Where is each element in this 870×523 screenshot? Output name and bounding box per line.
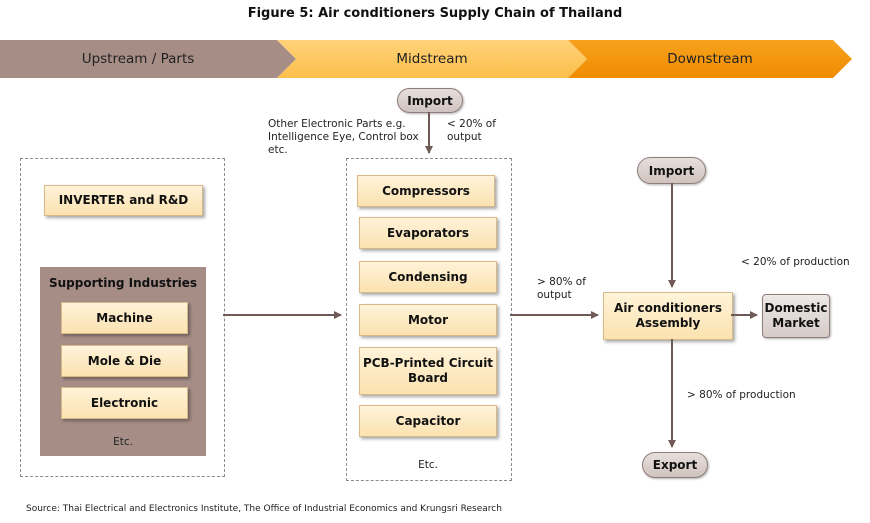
stage-midstream: Midstream bbox=[277, 40, 587, 78]
domestic-market-box: Domestic Market bbox=[762, 294, 830, 338]
capacitor-box: Capacitor bbox=[359, 405, 497, 437]
upstream-group bbox=[20, 158, 225, 477]
midstream-group bbox=[346, 158, 512, 481]
stage-downstream: Downstream bbox=[568, 40, 852, 78]
pcb-box: PCB-Printed Circuit Board bbox=[359, 347, 497, 395]
other-parts-note: Other Electronic Parts e.g. Intelligence… bbox=[268, 118, 419, 157]
midstream-etc: Etc. bbox=[418, 459, 438, 471]
electronic-box: Electronic bbox=[61, 387, 188, 419]
stage-downstream-label: Downstream bbox=[667, 51, 753, 67]
output-share-line-2: output bbox=[537, 289, 572, 301]
supporting-industries-title: Supporting Industries bbox=[48, 276, 198, 290]
stage-upstream-label: Upstream / Parts bbox=[81, 51, 195, 67]
domestic-line-2: Market bbox=[772, 316, 820, 330]
import-share-line-1: < 20% of bbox=[447, 118, 496, 130]
other-parts-line-2: Intelligence Eye, Control box bbox=[268, 131, 419, 143]
compressors-box: Compressors bbox=[357, 175, 495, 207]
import-share-note: < 20% of output bbox=[447, 118, 496, 144]
output-share-note: > 80% of output bbox=[537, 276, 586, 302]
domestic-share-note: < 20% of production bbox=[741, 256, 850, 268]
assembly-box: Air conditioners Assembly bbox=[603, 292, 733, 340]
assembly-line-2: Assembly bbox=[635, 316, 701, 330]
stage-midstream-label: Midstream bbox=[396, 51, 468, 67]
motor-box: Motor bbox=[359, 304, 497, 336]
mole-die-box: Mole & Die bbox=[61, 345, 188, 377]
output-share-line-1: > 80% of bbox=[537, 276, 586, 288]
figure-title: Figure 5: Air conditioners Supply Chain … bbox=[247, 6, 623, 21]
domestic-line-1: Domestic bbox=[764, 301, 828, 315]
assembly-line-1: Air conditioners bbox=[614, 301, 722, 315]
inverter-rd-box: INVERTER and R&D bbox=[44, 185, 203, 216]
source-note: Source: Thai Electrical and Electronics … bbox=[26, 504, 502, 514]
midstream-import: Import bbox=[397, 88, 463, 113]
upstream-etc: Etc. bbox=[113, 436, 133, 448]
machine-box: Machine bbox=[61, 302, 188, 334]
export-pill: Export bbox=[642, 452, 708, 478]
import-share-line-2: output bbox=[447, 131, 482, 143]
stage-upstream: Upstream / Parts bbox=[0, 40, 296, 78]
other-parts-line-1: Other Electronic Parts e.g. bbox=[268, 118, 406, 130]
export-share-note: > 80% of production bbox=[687, 389, 796, 401]
evaporators-box: Evaporators bbox=[359, 217, 497, 249]
other-parts-line-3: etc. bbox=[268, 144, 288, 156]
condensing-box: Condensing bbox=[359, 261, 497, 293]
